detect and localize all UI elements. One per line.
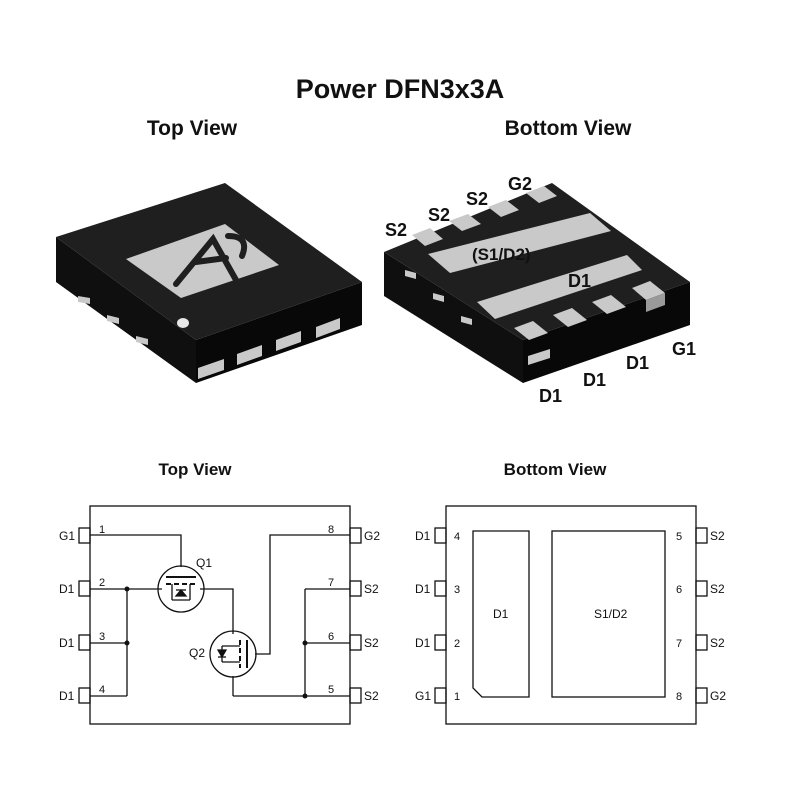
pad-outline-d1 xyxy=(472,530,530,698)
wire-gate-q1 xyxy=(90,534,182,567)
package-top-3d xyxy=(56,183,362,383)
pin-stub-b3 xyxy=(434,580,447,597)
bottom-right-pin-name-8: G2 xyxy=(710,689,726,703)
brand-logo-icon xyxy=(173,233,248,287)
wire-gate-q2 xyxy=(255,534,350,655)
top-right-pin-name-6: S2 xyxy=(364,636,379,650)
exposed-pad-d1 xyxy=(477,255,642,319)
bottom-right-pin-num-7: 7 xyxy=(676,638,682,650)
top-right-pin-name-5: S2 xyxy=(364,689,379,703)
bottom-view-3d-heading: Bottom View xyxy=(504,117,632,140)
top-left-pin-num-4: 4 xyxy=(99,684,105,696)
pad-d1-1 xyxy=(514,321,548,340)
top-left-pin-name-3: D1 xyxy=(59,636,75,650)
top-left-pin-num-1: 1 xyxy=(99,524,105,536)
label-pad-d1: D1 xyxy=(568,271,591,291)
top-right-pin-num-7: 7 xyxy=(328,577,334,589)
wire-q1-to-q2 xyxy=(200,588,234,634)
pin-stub-3 xyxy=(78,634,91,651)
package-bottom-3d: S2 S2 S2 G2 (S1/D2) D1 D1 D1 D1 G1 xyxy=(384,174,696,406)
bottom-left-pin-name-2: D1 xyxy=(415,636,431,650)
bottom-left-pin-num-1: 1 xyxy=(454,691,460,703)
pad-s2-3 xyxy=(488,200,519,217)
top-view-3d-heading: Top View xyxy=(146,117,238,140)
pad-d1-3 xyxy=(592,295,626,314)
bottom-right-pin-num-8: 8 xyxy=(676,691,682,703)
pin-stub-6 xyxy=(349,634,362,651)
pin-stub-b5 xyxy=(695,527,708,544)
q1-label: Q1 xyxy=(196,556,212,570)
label-d1-b: D1 xyxy=(583,370,606,390)
pad-outline-s1-d2 xyxy=(551,530,666,698)
bottom-view-schematic-heading: Bottom View xyxy=(503,460,607,479)
top-view-schematic xyxy=(78,505,362,725)
pad-s2-1 xyxy=(412,228,443,246)
pad-g2 xyxy=(526,186,557,203)
top-right-pin-num-5: 5 xyxy=(328,684,334,696)
bottom-view-schematic xyxy=(434,505,708,725)
top-left-pin-num-2: 2 xyxy=(99,577,105,589)
pin-stub-8 xyxy=(349,527,362,544)
pin-stub-b4 xyxy=(434,527,447,544)
top-view-schematic-heading: Top View xyxy=(158,460,232,479)
label-pad-s1-d2: (S1/D2) xyxy=(472,245,531,264)
pad-g1 xyxy=(632,281,665,300)
pin-stub-b1 xyxy=(434,687,447,704)
pin1-marker-dot xyxy=(177,318,189,328)
pin-stub-7 xyxy=(349,580,362,597)
pin-stub-b7 xyxy=(695,634,708,651)
pin-stub-4 xyxy=(78,687,91,704)
top-left-pin-name-2: D1 xyxy=(59,582,75,596)
bottom-left-pin-name-3: D1 xyxy=(415,582,431,596)
ic-outline xyxy=(89,505,351,725)
top-right-pin-name-7: S2 xyxy=(364,582,379,596)
top-right-pin-name-8: G2 xyxy=(364,529,380,543)
pin-stub-1 xyxy=(78,527,91,544)
label-g1: G1 xyxy=(672,339,696,359)
top-view-schematic-labels: G1 D1 D1 D1 1 2 3 4 G2 S2 S2 S2 8 7 6 5 … xyxy=(59,524,380,703)
label-s2-c: S2 xyxy=(466,189,488,209)
top-right-pin-num-8: 8 xyxy=(328,524,334,536)
ic-outline-bottom xyxy=(445,505,697,725)
bottom-right-pin-num-5: 5 xyxy=(676,531,682,543)
q2-label: Q2 xyxy=(189,646,205,660)
bottom-left-pin-num-3: 3 xyxy=(454,584,460,596)
bottom-left-pin-num-2: 2 xyxy=(454,638,460,650)
top-left-pin-num-3: 3 xyxy=(99,631,105,643)
bottom-right-pin-num-6: 6 xyxy=(676,584,682,596)
pad-g1-side xyxy=(646,293,665,312)
pin-stub-b8 xyxy=(695,687,708,704)
label-d1-c: D1 xyxy=(626,353,649,373)
pad-d1-2 xyxy=(553,308,587,327)
bottom-left-pin-name-4: D1 xyxy=(415,529,431,543)
top-left-pin-name-4: D1 xyxy=(59,689,75,703)
bottom-left-pin-name-1: G1 xyxy=(415,689,431,703)
page-title: Power DFN3x3A xyxy=(295,74,505,104)
bottom-pad-s1-d2-label: S1/D2 xyxy=(594,607,628,621)
label-g2: G2 xyxy=(508,174,532,194)
pin-stub-b6 xyxy=(695,580,708,597)
pin-stub-5 xyxy=(349,687,362,704)
mosfet-q2-symbol xyxy=(209,630,257,678)
bottom-view-schematic-labels: D1 D1 D1 G1 4 3 2 1 S2 S2 S2 G2 5 6 7 8 … xyxy=(415,529,726,703)
bottom-left-pin-num-4: 4 xyxy=(454,531,460,543)
label-s2-a: S2 xyxy=(385,220,407,240)
bottom-pad-d1-label: D1 xyxy=(493,607,509,621)
exposed-pad-s1-d2 xyxy=(428,213,611,273)
pad-s2-2 xyxy=(449,214,481,231)
pin-stub-b2 xyxy=(434,634,447,651)
mosfet-q1-symbol xyxy=(157,565,205,613)
bottom-right-pin-name-7: S2 xyxy=(710,636,725,650)
bottom-right-pin-name-5: S2 xyxy=(710,529,725,543)
label-s2-b: S2 xyxy=(428,205,450,225)
top-left-pin-name-1: G1 xyxy=(59,529,75,543)
label-d1-a: D1 xyxy=(539,386,562,406)
top-right-pin-num-6: 6 xyxy=(328,631,334,643)
bottom-right-pin-name-6: S2 xyxy=(710,582,725,596)
pin-stub-2 xyxy=(78,580,91,597)
top-view-junctions xyxy=(124,586,308,699)
